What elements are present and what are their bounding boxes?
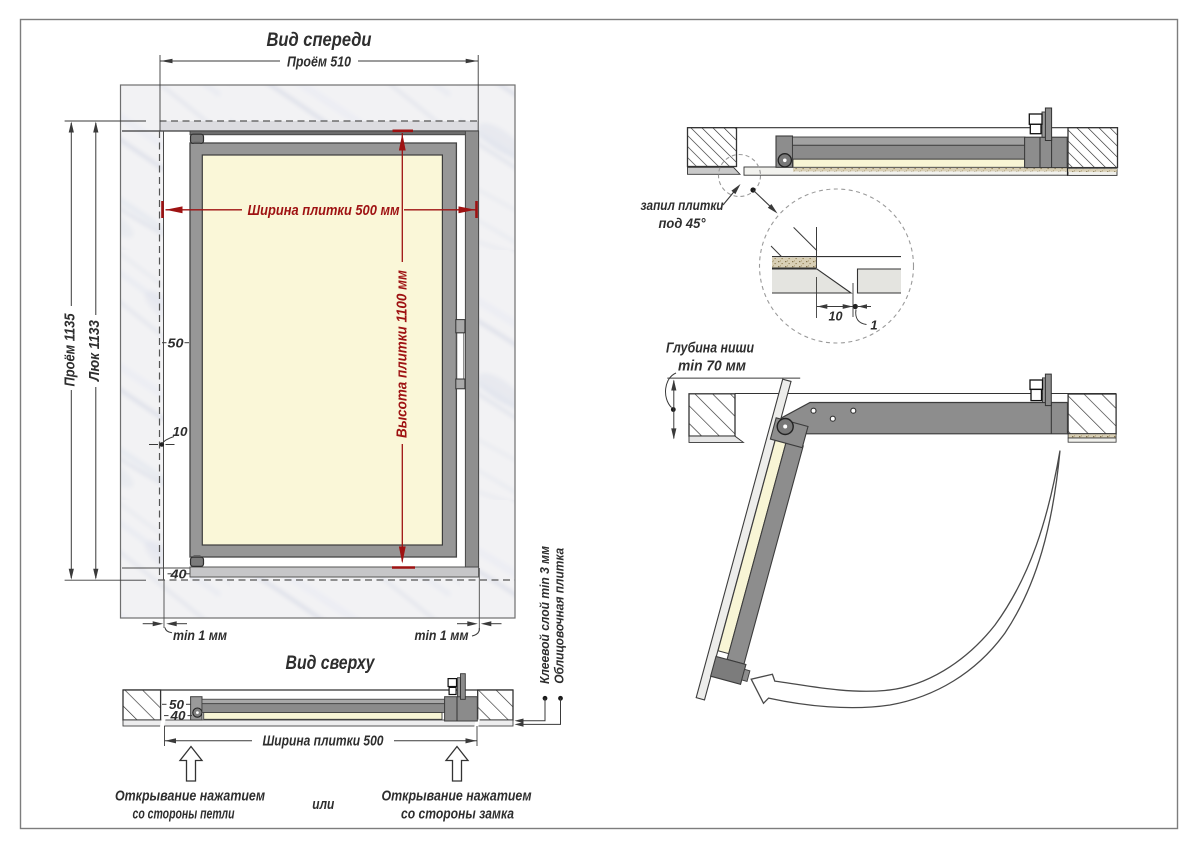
svg-text:Проём 1135: Проём 1135 (63, 313, 79, 387)
svg-text:50: 50 (169, 698, 184, 712)
svg-text:Открывание нажатием: Открывание нажатием (115, 789, 265, 805)
svg-text:40: 40 (169, 566, 187, 581)
svg-text:10: 10 (173, 424, 189, 439)
svg-text:Облицовочная плитка: Облицовочная плитка (552, 548, 567, 684)
svg-text:Вид спереди: Вид спереди (267, 29, 372, 51)
svg-text:1: 1 (870, 318, 877, 333)
svg-text:со стороны замка: со стороны замка (401, 806, 514, 822)
svg-text:под 45°: под 45° (659, 215, 706, 231)
svg-text:Проём 510: Проём 510 (287, 55, 351, 71)
svg-text:Люк 1133: Люк 1133 (87, 320, 103, 382)
svg-text:Ширина плитки 500 мм: Ширина плитки 500 мм (248, 202, 400, 219)
svg-text:Высота плитки 1100 мм: Высота плитки 1100 мм (394, 270, 411, 438)
svg-text:запил плитки: запил плитки (641, 197, 724, 213)
svg-text:Глубина ниши: Глубина ниши (666, 341, 754, 357)
svg-text:40: 40 (169, 709, 185, 723)
svg-text:min 1 мм: min 1 мм (415, 628, 469, 643)
svg-text:Открывание нажатием: Открывание нажатием (382, 789, 532, 805)
svg-text:Ширина плитки 500: Ширина плитки 500 (263, 734, 384, 750)
svg-text:Клеевой слой min 3 мм: Клеевой слой min 3 мм (537, 546, 552, 684)
svg-text:со стороны петли: со стороны петли (133, 806, 235, 822)
svg-text:min 1 мм: min 1 мм (173, 628, 227, 643)
svg-text:10: 10 (829, 309, 844, 324)
svg-text:min 70 мм: min 70 мм (678, 359, 746, 375)
svg-text:50: 50 (168, 336, 185, 351)
svg-text:Вид сверху: Вид сверху (286, 652, 376, 674)
svg-text:или: или (312, 797, 334, 813)
